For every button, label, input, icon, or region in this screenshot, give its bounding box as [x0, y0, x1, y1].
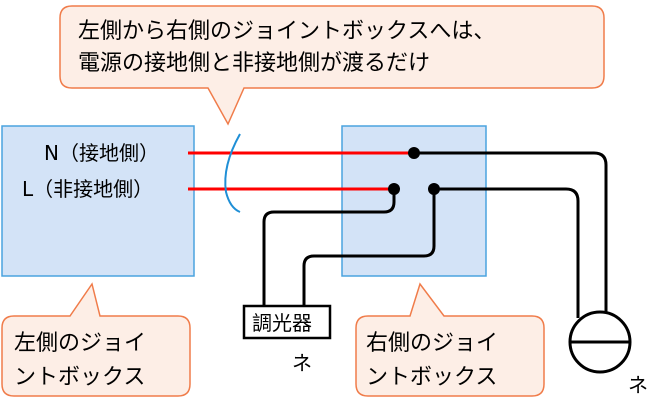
- callout-left-line1: 左側のジョイ: [14, 331, 146, 356]
- neutral-to-lamp-wire: [414, 151, 608, 318]
- junction-dot-neutral: [408, 147, 420, 159]
- callout-right-line2: ントボックス: [366, 365, 497, 390]
- lamp-mark: ネ: [628, 373, 648, 397]
- live-to-dimmer-wire: [262, 189, 396, 306]
- callout-right: 右側のジョイ ントボックス: [355, 282, 545, 397]
- dimmer-label: 調光器: [252, 311, 312, 335]
- dimmer-mark: ネ: [292, 351, 312, 375]
- junction-dot-live: [388, 183, 400, 195]
- junction-dot-switched: [428, 183, 440, 195]
- neutral-label: N（接地側）: [44, 141, 159, 165]
- callout-top: 左側から右側のジョイントボックスへは、 電源の接地側と非接地側が渡るだけ: [59, 5, 605, 126]
- dimmer-switch: [242, 304, 332, 340]
- dimmer-return-wire: [302, 189, 436, 306]
- lamp-symbol: [568, 310, 632, 374]
- switched-to-lamp-wire: [434, 187, 580, 318]
- callout-top-line1: 左側から右側のジョイントボックスへは、: [78, 19, 495, 44]
- callout-left-line2: ントボックス: [14, 365, 145, 390]
- cable-bundle-mark: [224, 133, 241, 213]
- callout-right-line1: 右側のジョイ: [366, 331, 498, 356]
- left-junction-box: [1, 125, 195, 277]
- callout-top-line2: 電源の接地側と非接地側が渡るだけ: [78, 51, 430, 76]
- live-label: L（非接地側）: [22, 177, 153, 201]
- callout-left: 左側のジョイ ントボックス: [1, 282, 191, 397]
